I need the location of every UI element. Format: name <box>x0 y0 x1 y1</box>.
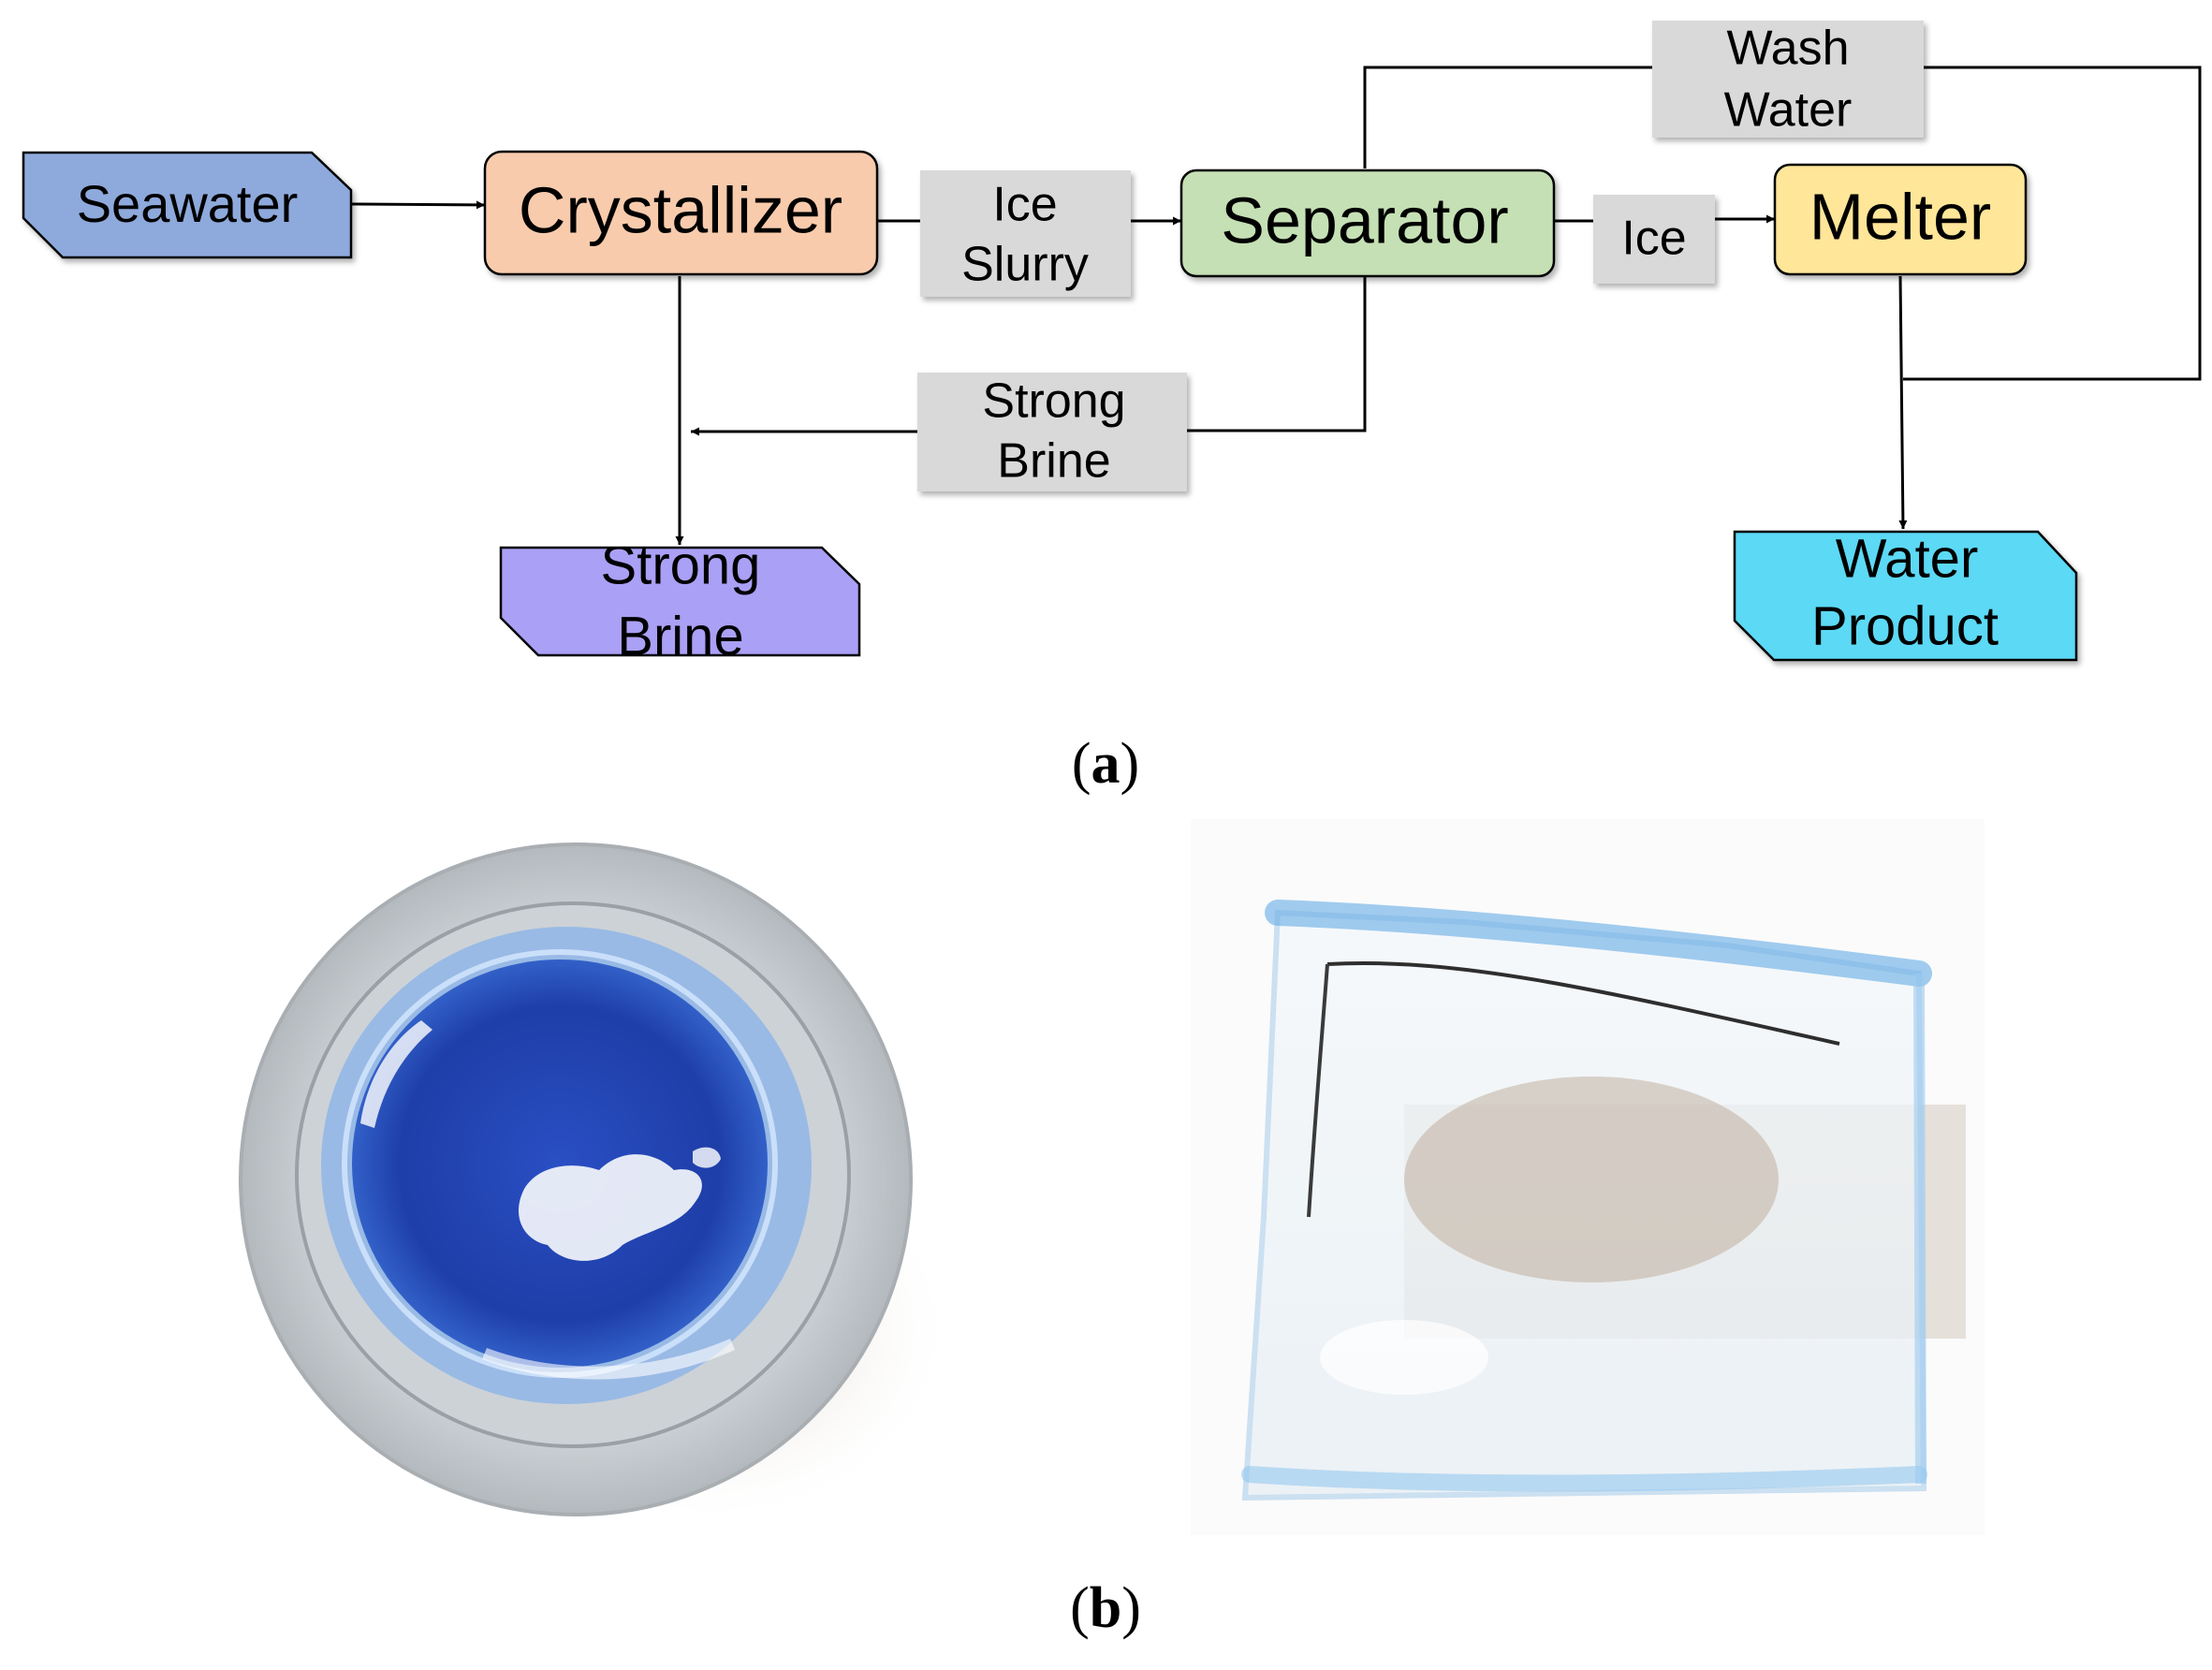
ice-cube-top-edge <box>1265 900 1932 987</box>
cup-glare-lower <box>482 1339 735 1380</box>
arrow-melter-to-water-product <box>1898 275 1908 530</box>
flow-ice: Ice <box>1593 195 1715 284</box>
line-wash-water-loop <box>1363 66 1652 168</box>
arrow-seawater-to-crystallizer <box>350 200 486 210</box>
caption-a: (a) <box>1072 732 1139 796</box>
cup-glare <box>360 1020 432 1128</box>
caption-a-letter: a <box>1091 732 1121 796</box>
ice-slurry-line-2: Slurry <box>961 238 1089 292</box>
strong-brine-box <box>917 373 1187 491</box>
node-separator: Separator <box>1179 168 1556 278</box>
flow-ice-slurry: Ice Slurry <box>920 170 1131 297</box>
line-wash-water-loop-return <box>1903 66 2202 381</box>
flow-wash-water: Wash Water <box>1652 21 1924 138</box>
strong-brine-line-2: Brine <box>997 434 1110 489</box>
ice-cube-right-edge <box>1913 973 1926 1485</box>
flow-strong-brine: Strong Brine <box>917 373 1187 491</box>
water-product-line-2: Product <box>1811 595 1999 656</box>
cup-blue-liquid <box>352 960 768 1368</box>
node-strong-brine-out: Strong Brine Strong <box>499 535 861 667</box>
water-product-line-1: Water <box>1836 528 1979 589</box>
node-water-product: Water Product <box>1733 528 2078 662</box>
photo-ice-cube <box>1191 819 1985 1535</box>
node-seawater: Seawater <box>22 151 353 259</box>
connectors <box>350 66 2202 545</box>
ice-cube-crack-left <box>1307 963 1329 1218</box>
salt-crystals-small <box>693 1147 721 1168</box>
line-separator-to-strong-brine <box>1187 276 1367 432</box>
ice-cube-bottom-edge <box>1241 1466 1927 1492</box>
separator-shape <box>1179 168 1556 278</box>
ice-box <box>1593 195 1715 284</box>
caption-b: (b) <box>1070 1576 1141 1640</box>
wash-water-line-1: Wash <box>1727 22 1850 76</box>
salt-crystals <box>519 1154 702 1261</box>
wash-water-line-2: Water <box>1724 83 1853 138</box>
strong-brine-out-line-1: Strong <box>601 535 761 595</box>
node-crystallizer: Crystallizer <box>483 150 879 276</box>
strong-brine-line-1: Strong <box>982 374 1125 429</box>
ice-inner-blur <box>1404 1077 1779 1282</box>
ice-highlight <box>1320 1320 1488 1395</box>
ice-slurry-line-1: Ice <box>992 178 1057 232</box>
melter-shape <box>1773 163 2028 276</box>
seawater-label: Seawater <box>77 174 299 233</box>
node-melter: Melter <box>1773 163 2028 276</box>
ice-label: Ice <box>1621 212 1686 266</box>
seawater-shape <box>22 151 353 259</box>
photo-cup-blue-liquid <box>239 842 955 1526</box>
caption-b-letter: b <box>1090 1576 1121 1640</box>
wash-water-box <box>1652 21 1924 138</box>
ice-cube-crack <box>1326 960 1840 1046</box>
water-product-shape <box>1733 530 2078 662</box>
crystallizer-shape <box>483 150 879 276</box>
ice-slurry-box <box>920 170 1131 297</box>
crystallizer-label: Crystallizer <box>519 173 842 246</box>
separator-label: Separator <box>1221 183 1508 256</box>
strong-brine-out-shape <box>499 546 861 657</box>
melter-label: Melter <box>1809 180 1991 253</box>
strong-brine-out-line-2: Brine <box>617 606 743 667</box>
